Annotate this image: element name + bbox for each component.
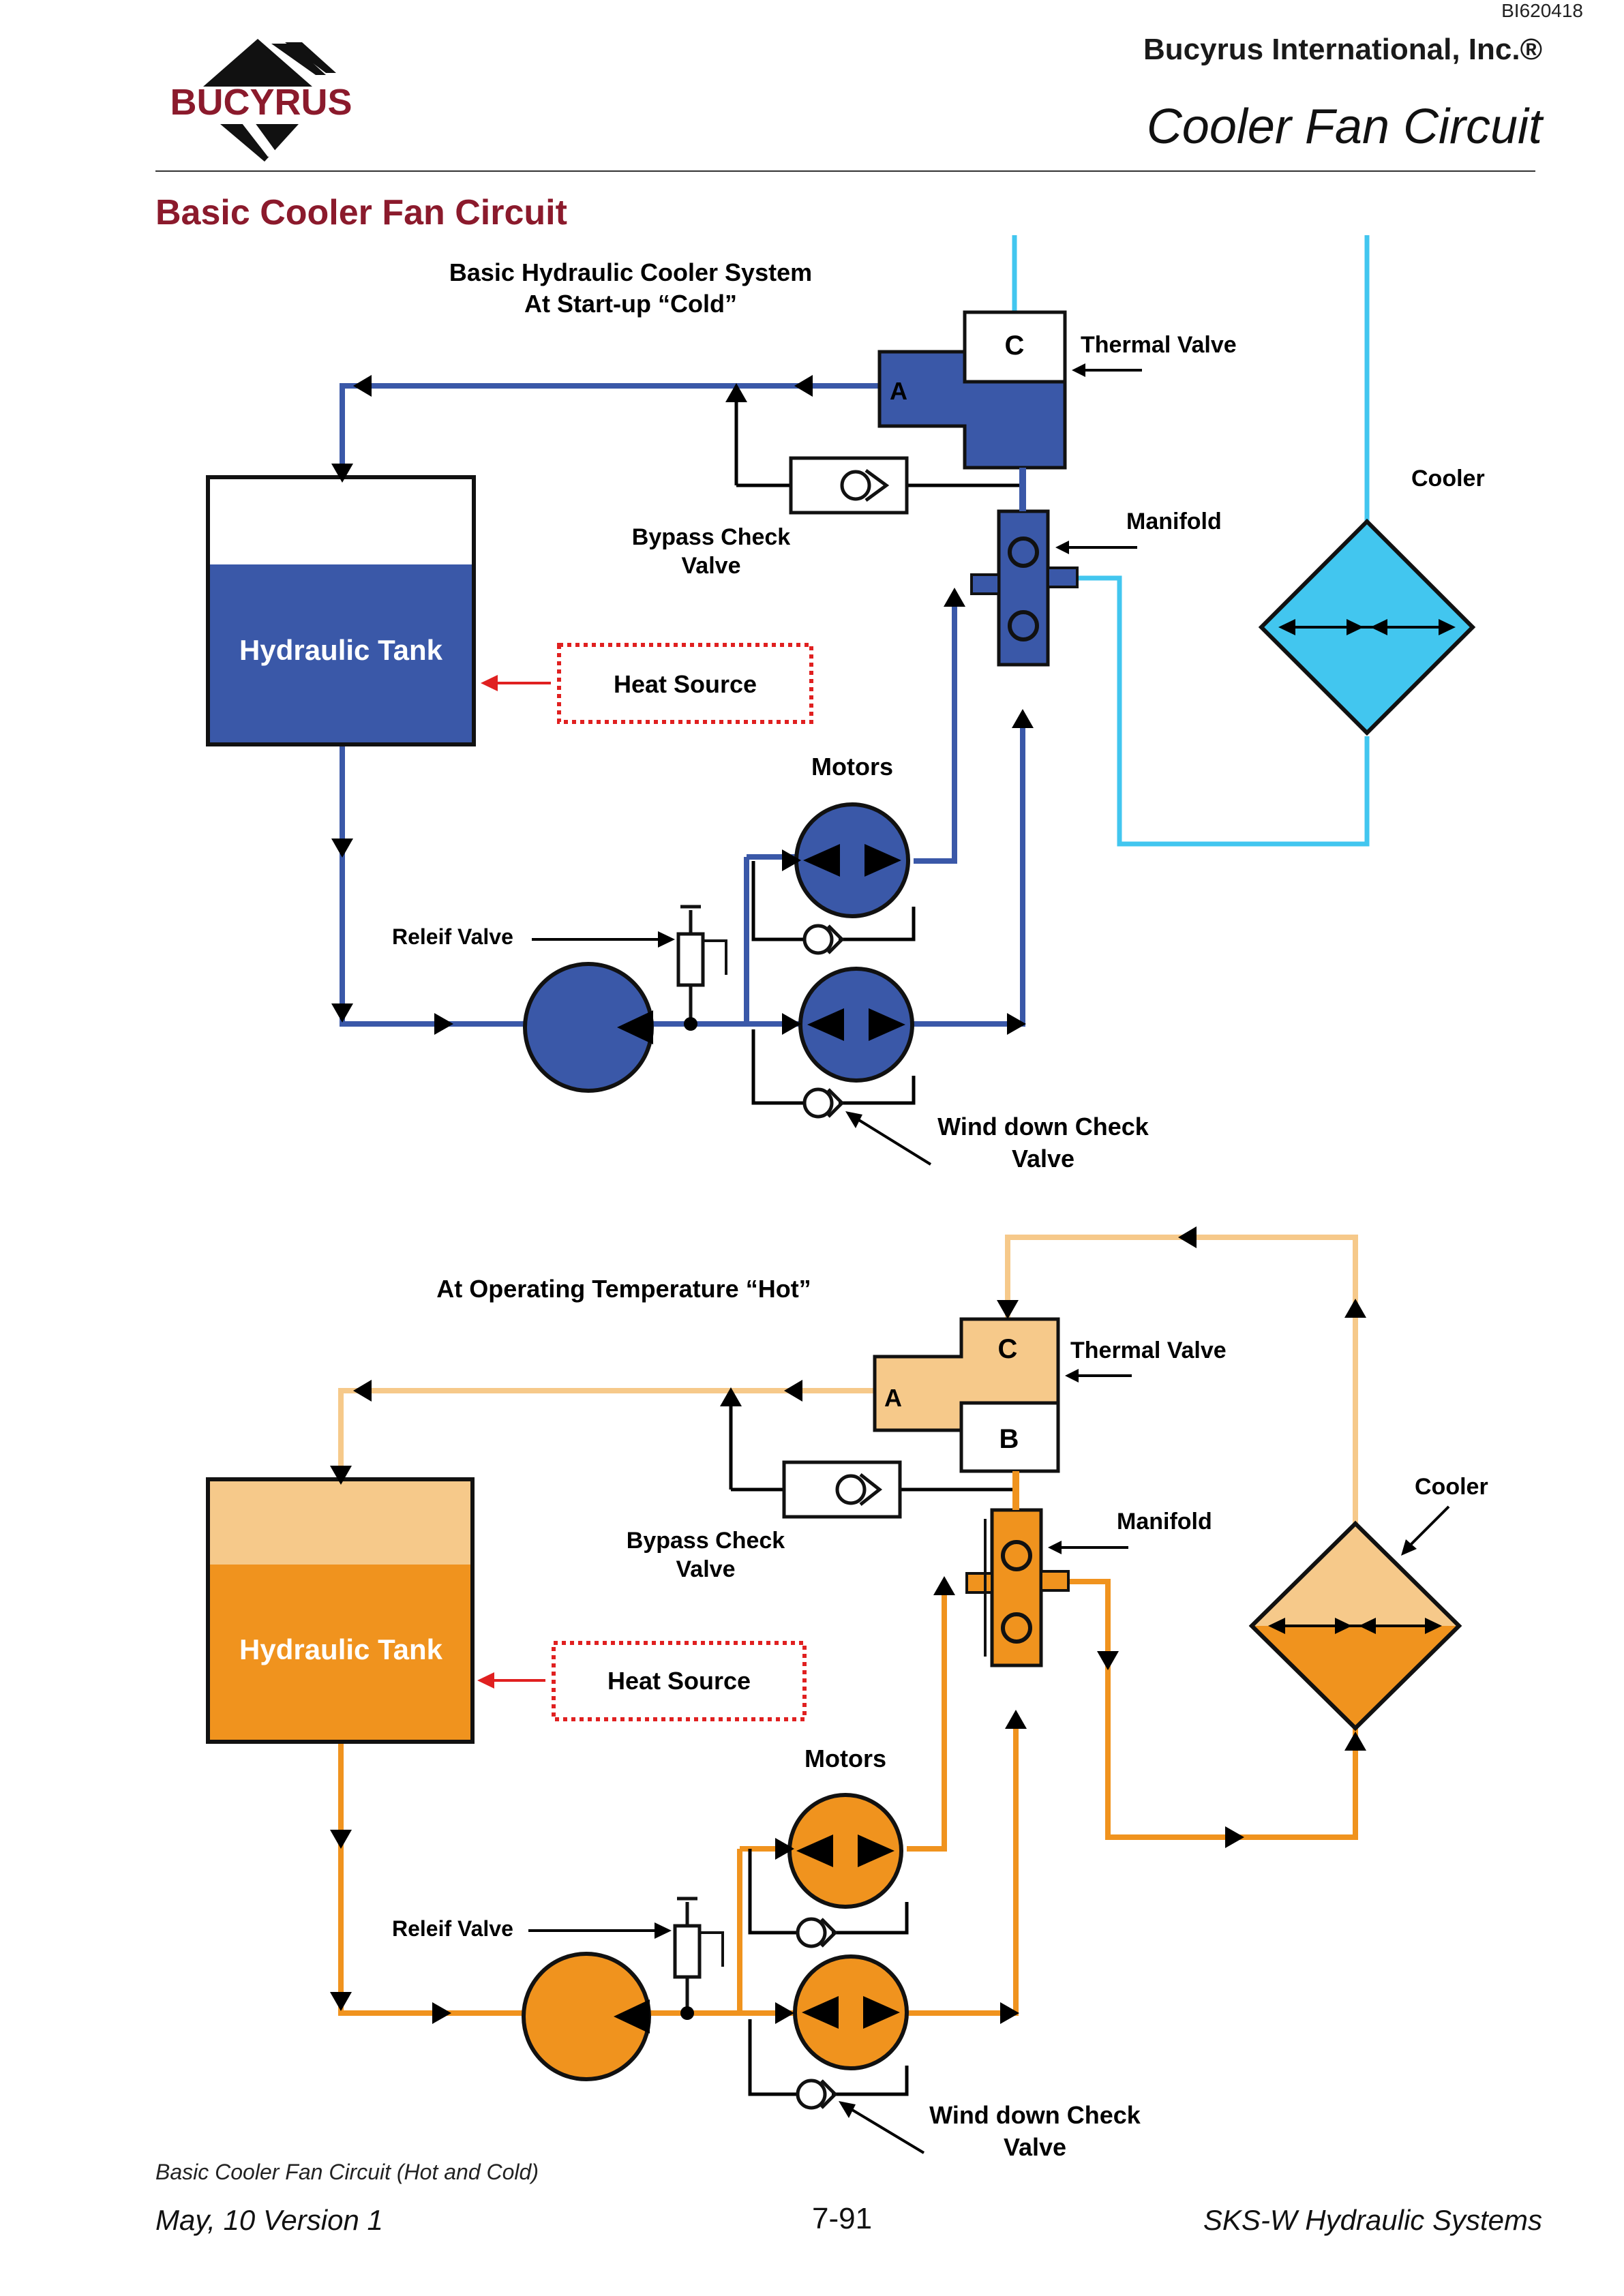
cold-motor-2 bbox=[798, 967, 914, 1083]
cold-manifold bbox=[997, 509, 1050, 667]
page-number: 7-91 bbox=[812, 2202, 873, 2235]
svg-text:C: C bbox=[998, 1334, 1018, 1364]
cold-bypass-label-1: Bypass Check bbox=[632, 524, 791, 550]
svg-text:C: C bbox=[1005, 331, 1025, 361]
cold-diagram-title-1: Basic Hydraulic Cooler System bbox=[449, 258, 812, 286]
cold-wind-down-label-1: Wind down Check bbox=[937, 1113, 1149, 1141]
hot-heat-source-label: Heat Source bbox=[607, 1667, 751, 1695]
cold-hydraulic-lines bbox=[340, 383, 1025, 1027]
cold-circuit-diagram: Basic Hydraulic Cooler System At Start-u… bbox=[206, 235, 1485, 1173]
hot-bypass-check-valve bbox=[782, 1460, 902, 1519]
hot-bypass-label-1: Bypass Check bbox=[627, 1528, 785, 1554]
section-title: Basic Cooler Fan Circuit bbox=[155, 193, 567, 232]
cold-thermal-valve-label: Thermal Valve bbox=[1081, 332, 1237, 358]
bucyrus-logo: BUCYRUS bbox=[170, 39, 352, 162]
svg-text:A: A bbox=[884, 1384, 902, 1412]
cold-relief-valve-label: Releif Valve bbox=[392, 924, 513, 949]
hot-bypass-label-2: Valve bbox=[676, 1556, 736, 1582]
footer-manual-title: SKS-W Hydraulic Systems bbox=[1203, 2204, 1542, 2236]
cold-bypass-check-valve bbox=[789, 456, 909, 515]
hot-diagram-title: At Operating Temperature “Hot” bbox=[436, 1275, 811, 1303]
hot-relief-valve-label: Releif Valve bbox=[392, 1916, 513, 1941]
document-id: BI620418 bbox=[1501, 0, 1583, 21]
hot-relief-valve bbox=[673, 1924, 702, 1979]
hot-wind-down-label-2: Valve bbox=[1004, 2133, 1066, 2161]
cold-cooler-lines bbox=[1012, 235, 1370, 847]
figure-caption: Basic Cooler Fan Circuit (Hot and Cold) bbox=[155, 2160, 539, 2184]
company-name: Bucyrus International, Inc.® bbox=[1143, 33, 1542, 66]
svg-text:B: B bbox=[999, 1424, 1019, 1454]
cold-thermal-valve-port-c bbox=[963, 310, 1067, 384]
hot-heat-source bbox=[552, 1641, 807, 1721]
cold-manifold-label: Manifold bbox=[1126, 509, 1222, 534]
hot-cooler-label: Cooler bbox=[1415, 1474, 1488, 1500]
hot-circuit-diagram: At Operating Temperature “Hot” C A B The… bbox=[206, 1226, 1488, 2161]
hot-thermal-valve-port-b bbox=[959, 1401, 1060, 1473]
svg-text:A: A bbox=[890, 377, 907, 405]
hot-motor-2 bbox=[793, 1954, 909, 2070]
hot-motors-label: Motors bbox=[805, 1744, 886, 1772]
cold-bypass-label-2: Valve bbox=[682, 553, 741, 579]
cold-diagram-title-2: At Start-up “Cold” bbox=[524, 290, 737, 318]
hot-wind-down-label-1: Wind down Check bbox=[929, 2101, 1141, 2129]
cold-tank-label: Hydraulic Tank bbox=[239, 634, 443, 666]
cold-heat-source bbox=[557, 643, 813, 724]
hot-thermal-valve-label: Thermal Valve bbox=[1070, 1338, 1227, 1363]
logo-wordmark: BUCYRUS bbox=[170, 82, 352, 123]
cold-wind-down-label-2: Valve bbox=[1012, 1145, 1074, 1173]
hot-hydraulic-lines bbox=[338, 1579, 1358, 2016]
cold-heat-source-label: Heat Source bbox=[614, 670, 757, 698]
page-title: Cooler Fan Circuit bbox=[1146, 100, 1542, 154]
hot-tank-label: Hydraulic Tank bbox=[239, 1633, 443, 1665]
header-divider bbox=[155, 170, 1535, 172]
footer-version: May, 10 Version 1 bbox=[155, 2204, 383, 2236]
cold-motors-label: Motors bbox=[811, 753, 893, 781]
hot-manifold-label: Manifold bbox=[1117, 1509, 1212, 1535]
cold-relief-valve bbox=[676, 932, 705, 987]
cold-cooler-label: Cooler bbox=[1411, 466, 1485, 492]
